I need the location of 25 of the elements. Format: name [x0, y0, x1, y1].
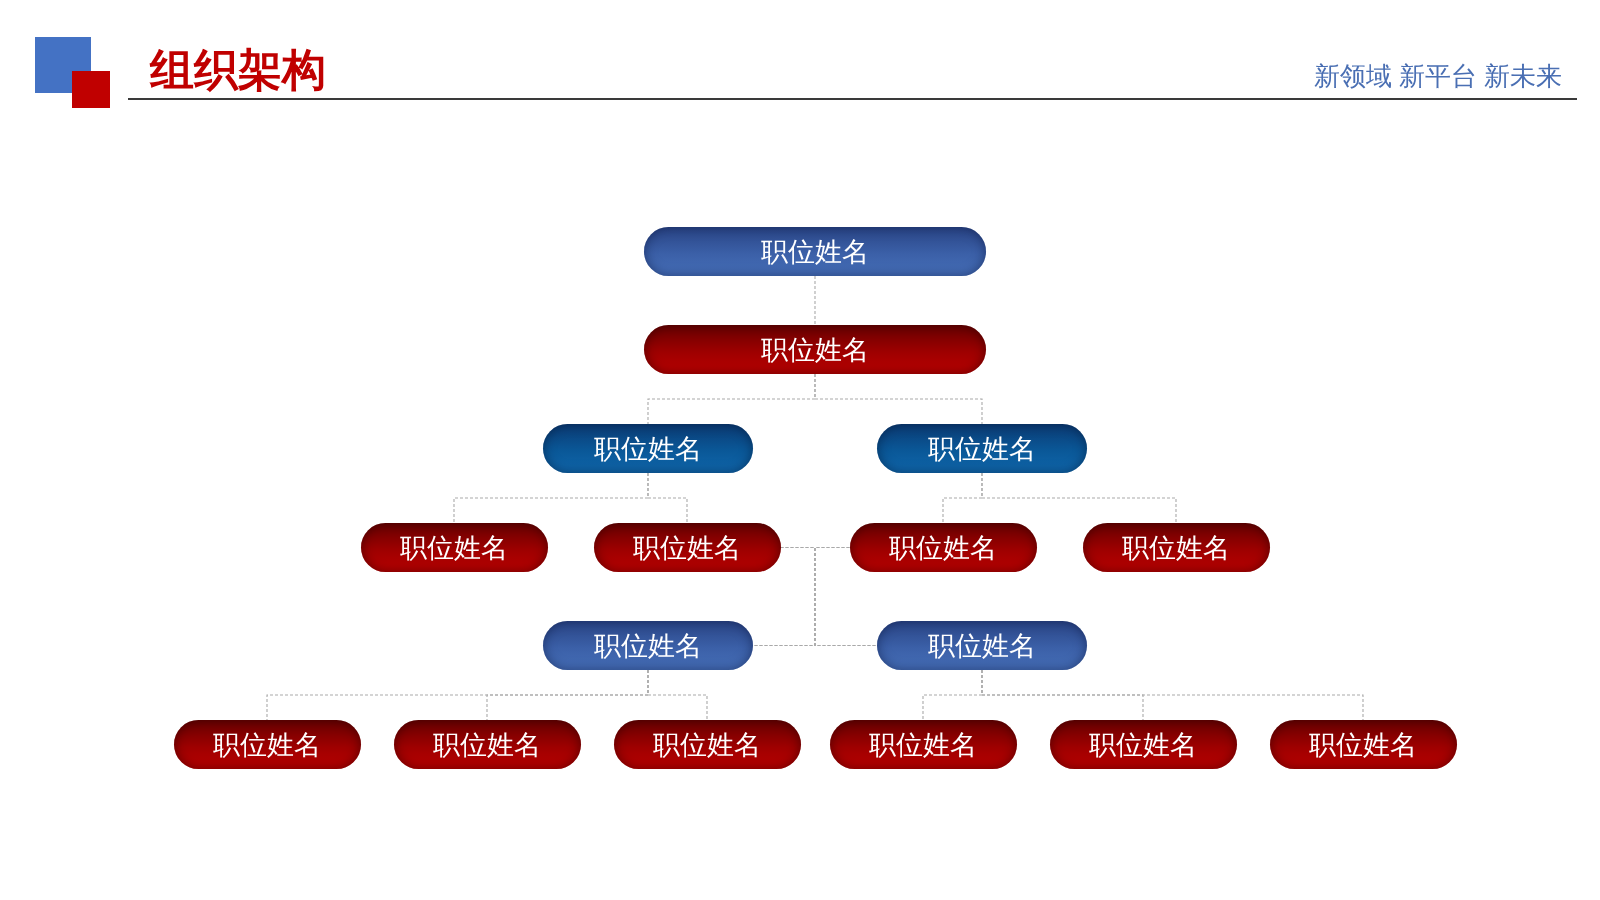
position-pill: 职位姓名 — [1269, 720, 1457, 769]
position-pill: 职位姓名 — [360, 523, 548, 572]
connector-line — [981, 669, 1364, 721]
position-pill: 职位姓名 — [849, 523, 1037, 572]
position-pill: 职位姓名 — [877, 621, 1087, 670]
slogan-text: 新领域 新平台 新未来 — [1313, 60, 1562, 93]
connector-line — [647, 669, 708, 721]
position-pill: 职位姓名 — [877, 424, 1087, 473]
position-pill: 职位姓名 — [173, 720, 361, 769]
connector-line — [981, 472, 1177, 524]
connector-line — [647, 472, 688, 524]
position-pill: 职位姓名 — [613, 720, 801, 769]
connector-line — [814, 546, 878, 647]
position-pill: 职位姓名 — [593, 523, 781, 572]
position-pill: 职位姓名 — [543, 621, 753, 670]
position-pill: 职位姓名 — [393, 720, 581, 769]
position-pill: 职位姓名 — [1082, 523, 1270, 572]
slide-title: 组织架构 — [150, 44, 326, 96]
position-pill: 职位姓名 — [1049, 720, 1237, 769]
connector-line — [814, 373, 983, 425]
position-pill: 职位姓名 — [829, 720, 1017, 769]
position-pill: 职位姓名 — [543, 424, 753, 473]
position-pill: 职位姓名 — [644, 227, 986, 276]
position-pill: 职位姓名 — [644, 325, 986, 374]
connector-line — [814, 275, 816, 326]
